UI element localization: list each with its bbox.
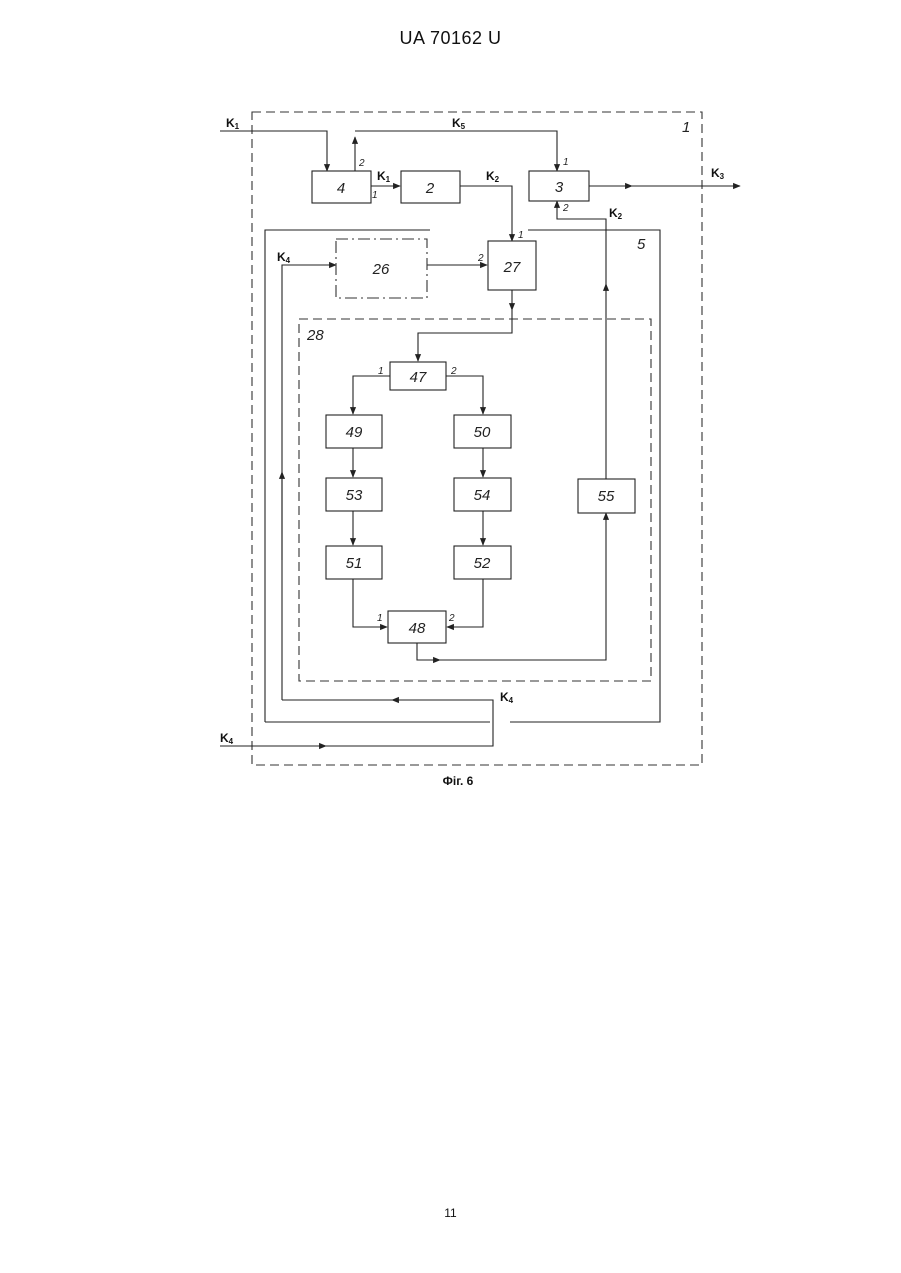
block-54-label: 54 — [474, 487, 491, 504]
block-52-label: 52 — [474, 555, 491, 572]
region-28-label: 28 — [306, 327, 324, 344]
port-27-2: 2 — [477, 253, 484, 264]
page-number: 11 — [0, 1206, 901, 1220]
wire-47-to-50 — [446, 376, 483, 414]
block-52: 52 — [454, 546, 511, 579]
block-27: 27 — [488, 241, 536, 290]
block-49: 49 — [326, 415, 382, 448]
block-50-label: 50 — [474, 424, 491, 441]
port-47-1: 1 — [378, 366, 384, 377]
wire-2-to-27 — [460, 186, 512, 241]
port-3-2: 2 — [562, 203, 569, 214]
port-3-1: 1 — [563, 157, 569, 168]
wire-27-to-47 — [418, 310, 512, 361]
block-55-label: 55 — [598, 488, 615, 505]
port-48-1: 1 — [377, 613, 383, 624]
signal-k2-block2: K2 — [486, 169, 500, 184]
port-4-1: 1 — [372, 190, 378, 201]
wire-47-to-49 — [353, 376, 390, 414]
signal-k4-loop: K4 — [500, 690, 514, 705]
signal-k4-input: K4 — [220, 731, 234, 746]
block-3-label: 3 — [555, 179, 564, 196]
block-4-label: 4 — [337, 180, 345, 197]
signal-k4-block26: K4 — [277, 250, 291, 265]
region-5-outline — [265, 230, 660, 722]
block-26: 26 — [336, 239, 427, 298]
wire-k4-loop — [220, 700, 493, 746]
block-2-label: 2 — [425, 180, 435, 197]
block-47-label: 47 — [410, 369, 427, 386]
signal-k3-output: K3 — [711, 166, 725, 181]
block-3: 3 — [529, 171, 589, 201]
block-53-label: 53 — [346, 487, 363, 504]
port-27-1: 1 — [518, 230, 524, 241]
signal-k1-block4: K1 — [377, 169, 391, 184]
block-4: 4 — [312, 171, 371, 203]
signal-k5: K5 — [452, 116, 466, 131]
port-47-2: 2 — [450, 366, 457, 377]
block-54: 54 — [454, 478, 511, 511]
signal-k1-input: K1 — [226, 116, 240, 131]
block-48-label: 48 — [409, 620, 426, 637]
port-48-2: 2 — [448, 613, 455, 624]
block-26-label: 26 — [372, 261, 390, 278]
figure-caption: Фіг. 6 — [443, 774, 474, 788]
wire-k5-to-3 — [355, 131, 557, 171]
region-1-label: 1 — [682, 119, 690, 136]
block-51-label: 51 — [346, 555, 363, 572]
block-48: 48 — [388, 611, 446, 643]
block-53: 53 — [326, 478, 382, 511]
block-2: 2 — [401, 171, 460, 203]
wire-55-to-3 — [557, 201, 606, 290]
region-5-label: 5 — [637, 236, 646, 253]
block-51: 51 — [326, 546, 382, 579]
port-4-2: 2 — [358, 158, 365, 169]
block-49-label: 49 — [346, 424, 363, 441]
block-47: 47 — [390, 362, 446, 390]
block-55: 55 — [578, 479, 635, 513]
signal-k2-feedback: K2 — [609, 206, 623, 221]
block-50: 50 — [454, 415, 511, 448]
block-27-label: 27 — [503, 259, 521, 276]
wire-k1-input — [220, 131, 327, 171]
